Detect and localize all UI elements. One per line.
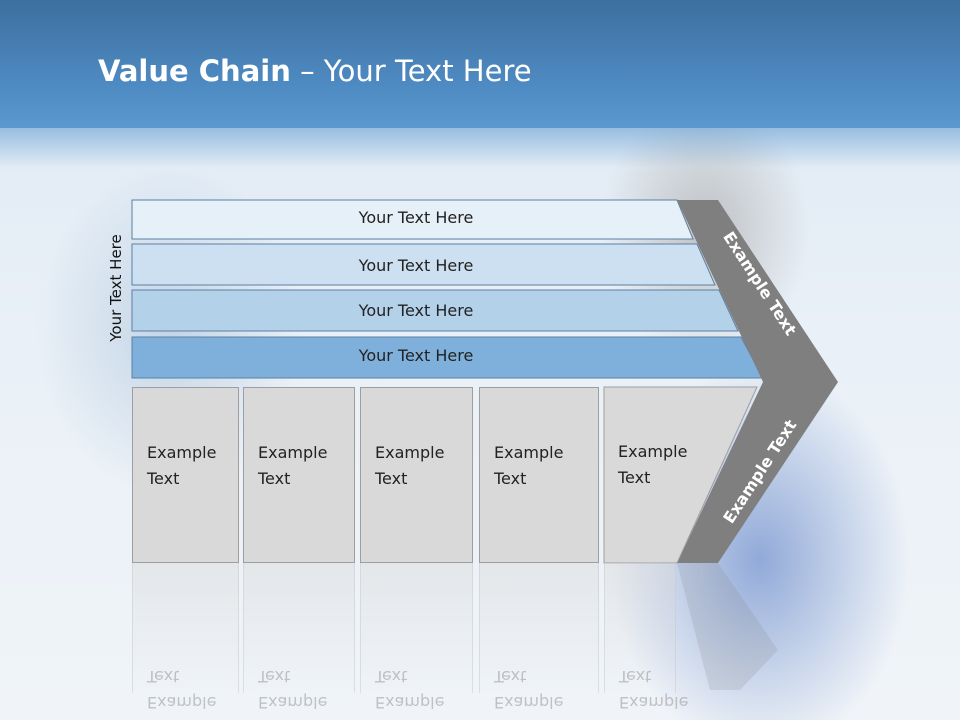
bar-3 [131, 289, 739, 332]
box-5-line1: Example [618, 442, 688, 461]
box-1-reflection: Example Text [132, 563, 239, 712]
bar-3-label: Your Text Here [358, 301, 474, 320]
box-4-line2: Text [494, 469, 527, 488]
box-4-line1: Example [494, 443, 564, 462]
box-5-edge [603, 386, 758, 564]
box-2-line2: Text [258, 469, 291, 488]
box-3-ref-line1: Example [375, 693, 445, 712]
box-5-ref-line2: Text [619, 667, 652, 686]
box-1-ref-line2: Text [147, 667, 180, 686]
box-3-ref-line2: Text [375, 667, 408, 686]
box-1-ref-line1: Example [147, 693, 217, 712]
box-5-line2: Text [618, 468, 651, 487]
box-4-reflection: Example Text [479, 563, 599, 712]
box-5-ref-line1: Example [619, 693, 689, 712]
chevron-lower [677, 382, 838, 563]
box-1-line2: Text [147, 469, 180, 488]
box-2-line1: Example [258, 443, 328, 462]
box-2-ref-line2: Text [258, 667, 291, 686]
box-1-line1: Example [147, 443, 217, 462]
box-2-reflection: Example Text [243, 563, 355, 712]
bar-1 [131, 199, 694, 240]
title-rest: – Your Text Here [290, 54, 532, 88]
box-3-line1: Example [375, 443, 445, 462]
bar-2 [131, 243, 716, 286]
title-banner-fade [0, 128, 960, 168]
page-title: Value Chain – Your Text Here [98, 54, 532, 88]
bar-1-label: Your Text Here [358, 208, 474, 227]
box-4-ref-line2: Text [494, 667, 527, 686]
bar-4-label: Your Text Here [358, 346, 474, 365]
box-3-line2: Text [375, 469, 408, 488]
chevron-reflection [677, 563, 778, 690]
title-banner [0, 0, 960, 128]
box-3-reflection: Example Text [360, 563, 473, 712]
box-4-ref-line1: Example [494, 693, 564, 712]
title-bold: Value Chain [98, 54, 291, 88]
bar-2-label: Your Text Here [358, 256, 474, 275]
box-2-ref-line1: Example [258, 693, 328, 712]
box-5-reflection: Example Text [604, 563, 688, 712]
chevron-upper [677, 200, 838, 382]
